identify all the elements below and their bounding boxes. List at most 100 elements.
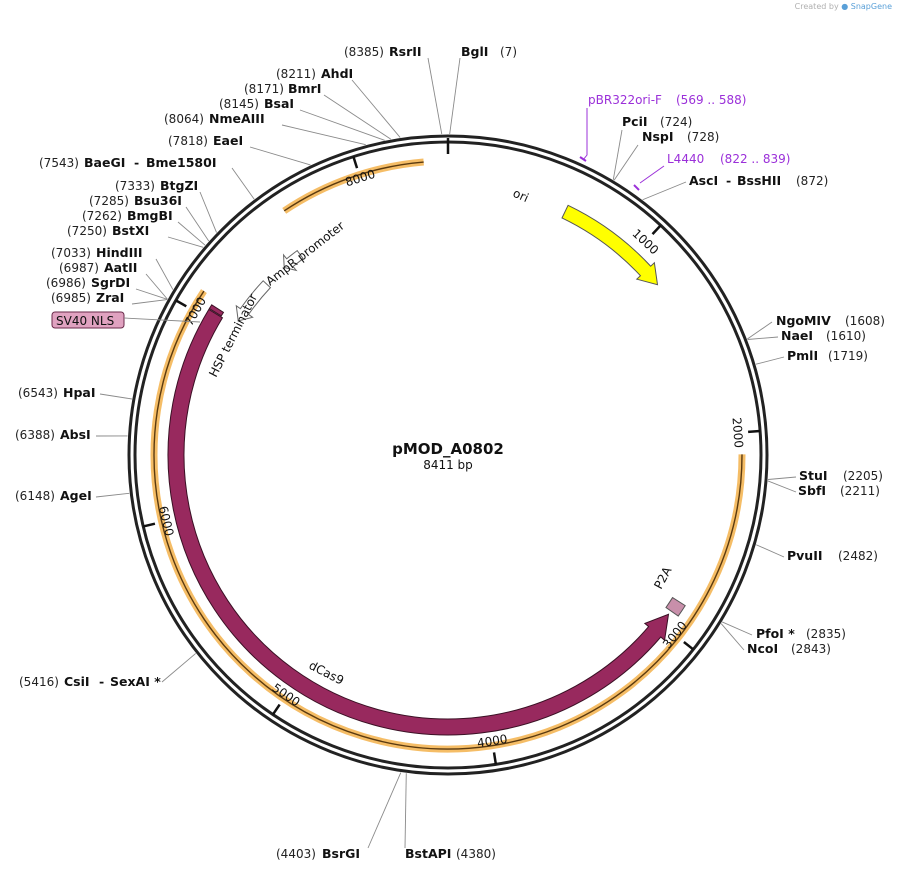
site-pos: (5416) bbox=[19, 675, 59, 689]
site-leader bbox=[135, 288, 168, 300]
site-pos: (7) bbox=[500, 45, 517, 59]
sv40-nls-badge[interactable] bbox=[51, 311, 125, 329]
site-leader bbox=[95, 492, 130, 498]
feature-ampr-promoter[interactable] bbox=[282, 249, 304, 272]
site-pos: (7285) bbox=[89, 194, 129, 208]
site-label[interactable]: NgoMIV bbox=[776, 313, 831, 328]
site-label[interactable]: NaeI bbox=[781, 328, 813, 343]
site-label[interactable]: HpaI bbox=[63, 385, 96, 400]
primer-range: (569 .. 588) bbox=[676, 93, 746, 107]
site-pos: (6148) bbox=[15, 489, 55, 503]
snapgene-logo-icon: ● bbox=[841, 2, 849, 11]
site-leader bbox=[768, 476, 797, 480]
site-label[interactable]: PfoI * bbox=[756, 626, 795, 641]
site-label[interactable]: PciI bbox=[622, 114, 648, 129]
restriction-sites: (8385) RsrII BglI (7) (8211) AhdI (8171)… bbox=[15, 44, 885, 861]
feature-hsp-terminator[interactable] bbox=[235, 280, 272, 322]
site-label[interactable]: PmlI bbox=[787, 348, 818, 363]
site-label[interactable]: BsrGI bbox=[322, 846, 360, 861]
site-pos: (7033) bbox=[51, 246, 91, 260]
site-leader bbox=[367, 772, 402, 849]
orf-arc-line bbox=[153, 290, 743, 750]
site-label[interactable]: RsrII bbox=[389, 44, 422, 59]
site-leader bbox=[747, 336, 779, 340]
site-label[interactable]: StuI bbox=[799, 468, 828, 483]
site-label[interactable]: BglI bbox=[461, 44, 488, 59]
site-label[interactable]: BssHII bbox=[737, 173, 781, 188]
site-leader bbox=[231, 167, 255, 200]
site-label[interactable]: NspI bbox=[642, 129, 674, 144]
site-leader bbox=[613, 144, 639, 181]
site-label[interactable]: AscI bbox=[689, 173, 718, 188]
site-leader bbox=[161, 653, 196, 683]
feature-label-p2a[interactable]: P2A bbox=[651, 564, 675, 592]
site-label[interactable]: BsaI bbox=[264, 96, 294, 111]
site-label[interactable]: PvuII bbox=[787, 548, 823, 563]
site-label[interactable]: BmrI bbox=[288, 81, 321, 96]
site-pos: (7250) bbox=[67, 224, 107, 238]
site-label[interactable]: NcoI bbox=[747, 641, 778, 656]
site-pos: (6543) bbox=[18, 386, 58, 400]
primer-range: (822 .. 839) bbox=[720, 152, 790, 166]
site-label[interactable]: SgrDI bbox=[91, 275, 130, 290]
site-pos: (7543) bbox=[39, 156, 79, 170]
site-leader bbox=[167, 236, 204, 248]
site-label-sep: - bbox=[99, 674, 104, 689]
site-leader bbox=[145, 273, 168, 300]
site-label[interactable]: SbfI bbox=[798, 483, 826, 498]
feature-p2a[interactable] bbox=[665, 596, 686, 617]
site-pos: (4403) bbox=[276, 847, 316, 861]
feature-ori[interactable] bbox=[561, 204, 659, 286]
site-label[interactable]: BaeGI bbox=[84, 155, 125, 170]
feature-sv40-nls[interactable] bbox=[208, 304, 225, 317]
primer-label[interactable]: pBR322ori-F bbox=[588, 93, 662, 107]
site-label[interactable]: ZraI bbox=[96, 290, 124, 305]
site-leader bbox=[642, 181, 687, 201]
snapgene-watermark: Created by ● SnapGene bbox=[795, 2, 892, 11]
site-label[interactable]: Bsu36I bbox=[134, 193, 182, 208]
site-label[interactable]: BstAPI bbox=[405, 846, 451, 861]
site-leader-lines bbox=[95, 57, 797, 849]
primer-label[interactable]: L4440 bbox=[667, 152, 704, 166]
site-pos: (2843) bbox=[791, 642, 831, 656]
site-label[interactable]: Bme1580I bbox=[146, 155, 216, 170]
site-label[interactable]: HindIII bbox=[96, 245, 143, 260]
site-label[interactable]: AgeI bbox=[60, 488, 92, 503]
site-pos: (1610) bbox=[826, 329, 866, 343]
site-label[interactable]: AhdI bbox=[321, 66, 353, 81]
site-label[interactable]: AatII bbox=[104, 260, 137, 275]
site-leader bbox=[351, 79, 401, 138]
site-label[interactable]: NmeAIII bbox=[209, 111, 265, 126]
feature-label-ori[interactable]: ori bbox=[511, 186, 531, 205]
orf-arc-line bbox=[283, 161, 424, 212]
tick-mark bbox=[271, 703, 281, 716]
site-label[interactable]: CsiI bbox=[64, 674, 90, 689]
feature-dcas9[interactable] bbox=[167, 308, 670, 736]
features bbox=[167, 204, 686, 736]
site-pos: (8064) bbox=[164, 112, 204, 126]
sv40-nls-leader bbox=[123, 317, 201, 323]
tick-label: 6000 bbox=[156, 505, 177, 538]
site-pos: (6985) bbox=[51, 291, 91, 305]
feature-label-sv40-nls[interactable]: SV40 NLS bbox=[56, 314, 114, 328]
site-pos: (6388) bbox=[15, 428, 55, 442]
tick-mark bbox=[651, 224, 662, 236]
feature-label-ampr-promoter[interactable]: AmpR promoter bbox=[263, 219, 347, 289]
site-label[interactable]: SexAI * bbox=[110, 674, 161, 689]
tick-label: 8000 bbox=[344, 167, 377, 190]
site-label-sep: - bbox=[134, 155, 139, 170]
site-leader bbox=[755, 356, 785, 365]
site-leader bbox=[131, 299, 168, 305]
feature-labels: ori dCas9 P2A HSP terminator AmpR promot… bbox=[51, 186, 675, 688]
site-label[interactable]: BtgZI bbox=[160, 178, 198, 193]
site-label[interactable]: AbsI bbox=[60, 427, 91, 442]
site-leader bbox=[747, 321, 773, 340]
plasmid-name: pMOD_A0802 bbox=[392, 440, 504, 458]
site-label[interactable]: BmgBI bbox=[127, 208, 173, 223]
site-pos: (1719) bbox=[828, 349, 868, 363]
site-label[interactable]: BstXI bbox=[112, 223, 149, 238]
feature-label-hsp-terminator[interactable]: HSP terminator bbox=[206, 291, 260, 379]
primer-arrow-pbr322ori bbox=[579, 156, 587, 162]
site-label[interactable]: EaeI bbox=[213, 133, 243, 148]
watermark-brand: SnapGene bbox=[850, 2, 892, 11]
